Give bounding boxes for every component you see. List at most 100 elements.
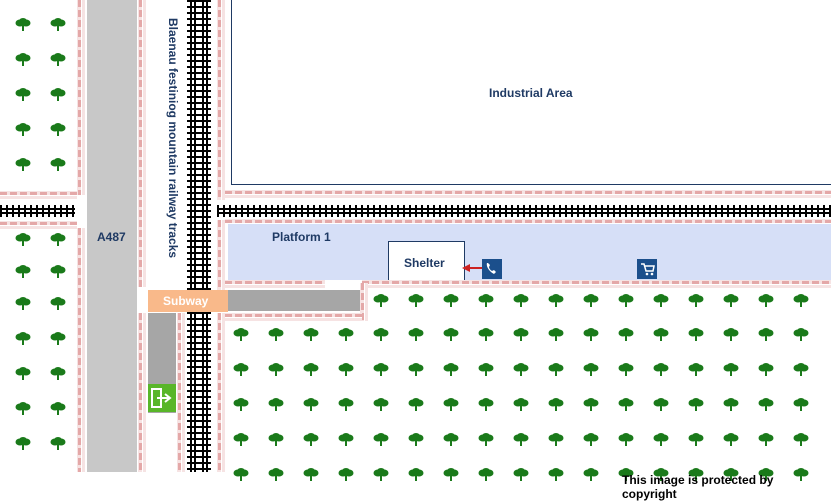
tree-icon [443, 468, 459, 481]
wall-passage-right [360, 283, 368, 321]
tree-icon [338, 398, 354, 411]
tree-icon [758, 328, 774, 341]
tree-icon [408, 398, 424, 411]
tree-icon [338, 468, 354, 481]
tree-icon [618, 294, 634, 307]
tree-icon [233, 363, 249, 376]
wall-subway-left [177, 313, 185, 472]
industrial-area [231, 0, 831, 185]
tree-icon [15, 233, 31, 246]
tree-icon [793, 328, 809, 341]
railway-track-main [217, 205, 831, 217]
tree-icon [723, 468, 739, 481]
tree-icon [548, 468, 564, 481]
tree-icon [443, 328, 459, 341]
tree-icon [50, 123, 66, 136]
tree-icon [688, 468, 704, 481]
railway-track-vertical-1 [187, 0, 199, 472]
tree-icon [443, 398, 459, 411]
tree-icon [758, 398, 774, 411]
tree-icon [688, 328, 704, 341]
tree-icon [583, 433, 599, 446]
tree-icon [373, 433, 389, 446]
tree-icon [688, 363, 704, 376]
railway-track-vertical-2 [199, 0, 211, 472]
tree-icon [373, 468, 389, 481]
tree-icon [303, 328, 319, 341]
tree-icon [268, 363, 284, 376]
tree-icon [723, 433, 739, 446]
tree-icon [653, 294, 669, 307]
tree-icon [50, 53, 66, 66]
tree-icon [618, 363, 634, 376]
tree-icon [443, 363, 459, 376]
telephone-icon[interactable] [482, 259, 502, 279]
wall-track-right-lower [217, 220, 225, 290]
tree-icon [688, 398, 704, 411]
tree-icon [548, 294, 564, 307]
tree-icon [50, 402, 66, 415]
tree-icon [408, 294, 424, 307]
tree-icon [50, 437, 66, 450]
tree-icon [478, 433, 494, 446]
wall-passage-bottom [225, 313, 362, 321]
tree-icon [548, 433, 564, 446]
tree-icon [268, 328, 284, 341]
tree-icon [758, 294, 774, 307]
wall-track-right [217, 0, 225, 200]
road-a487 [87, 0, 137, 472]
tree-icon [793, 468, 809, 481]
tree-icon [513, 328, 529, 341]
tree-icon [15, 18, 31, 31]
tree-icon [688, 294, 704, 307]
tree-icon [548, 363, 564, 376]
tree-icon [233, 328, 249, 341]
tree-icon [513, 433, 529, 446]
tree-icon [15, 332, 31, 345]
exit-sign-icon[interactable] [148, 384, 176, 412]
tree-icon [618, 433, 634, 446]
subway-label: Subway [163, 294, 209, 308]
subway-passage-horizontal [228, 290, 360, 311]
wall-platform-top [225, 219, 831, 224]
tree-icon [618, 328, 634, 341]
tree-icon [268, 433, 284, 446]
tree-icon [233, 433, 249, 446]
tree-icon [268, 398, 284, 411]
tree-icon [618, 468, 634, 481]
tree-icon [443, 433, 459, 446]
tree-icon [15, 123, 31, 136]
tree-icon [338, 363, 354, 376]
tree-icon [478, 328, 494, 341]
tree-icon [303, 468, 319, 481]
tree-icon [50, 158, 66, 171]
tree-icon [513, 468, 529, 481]
tree-icon [723, 363, 739, 376]
tree-icon [793, 398, 809, 411]
tree-icon [303, 398, 319, 411]
tree-icon [583, 398, 599, 411]
wall-left-upper [0, 191, 77, 199]
tree-icon [338, 328, 354, 341]
trolley-icon[interactable] [637, 259, 657, 279]
wall-road-left [77, 0, 85, 195]
tree-icon [478, 363, 494, 376]
tree-icon [793, 363, 809, 376]
tree-icon [50, 367, 66, 380]
platform-1 [228, 224, 831, 280]
tree-icon [758, 363, 774, 376]
tree-icon [758, 433, 774, 446]
tree-icon [373, 294, 389, 307]
tree-icon [583, 363, 599, 376]
tree-icon [15, 265, 31, 278]
tree-icon [338, 433, 354, 446]
platform-label: Platform 1 [272, 230, 331, 244]
tree-icon [408, 328, 424, 341]
tree-icon [373, 363, 389, 376]
tree-icon [513, 398, 529, 411]
tree-icon [408, 363, 424, 376]
tree-icon [15, 53, 31, 66]
tree-icon [408, 468, 424, 481]
tree-icon [50, 88, 66, 101]
tree-icon [478, 398, 494, 411]
